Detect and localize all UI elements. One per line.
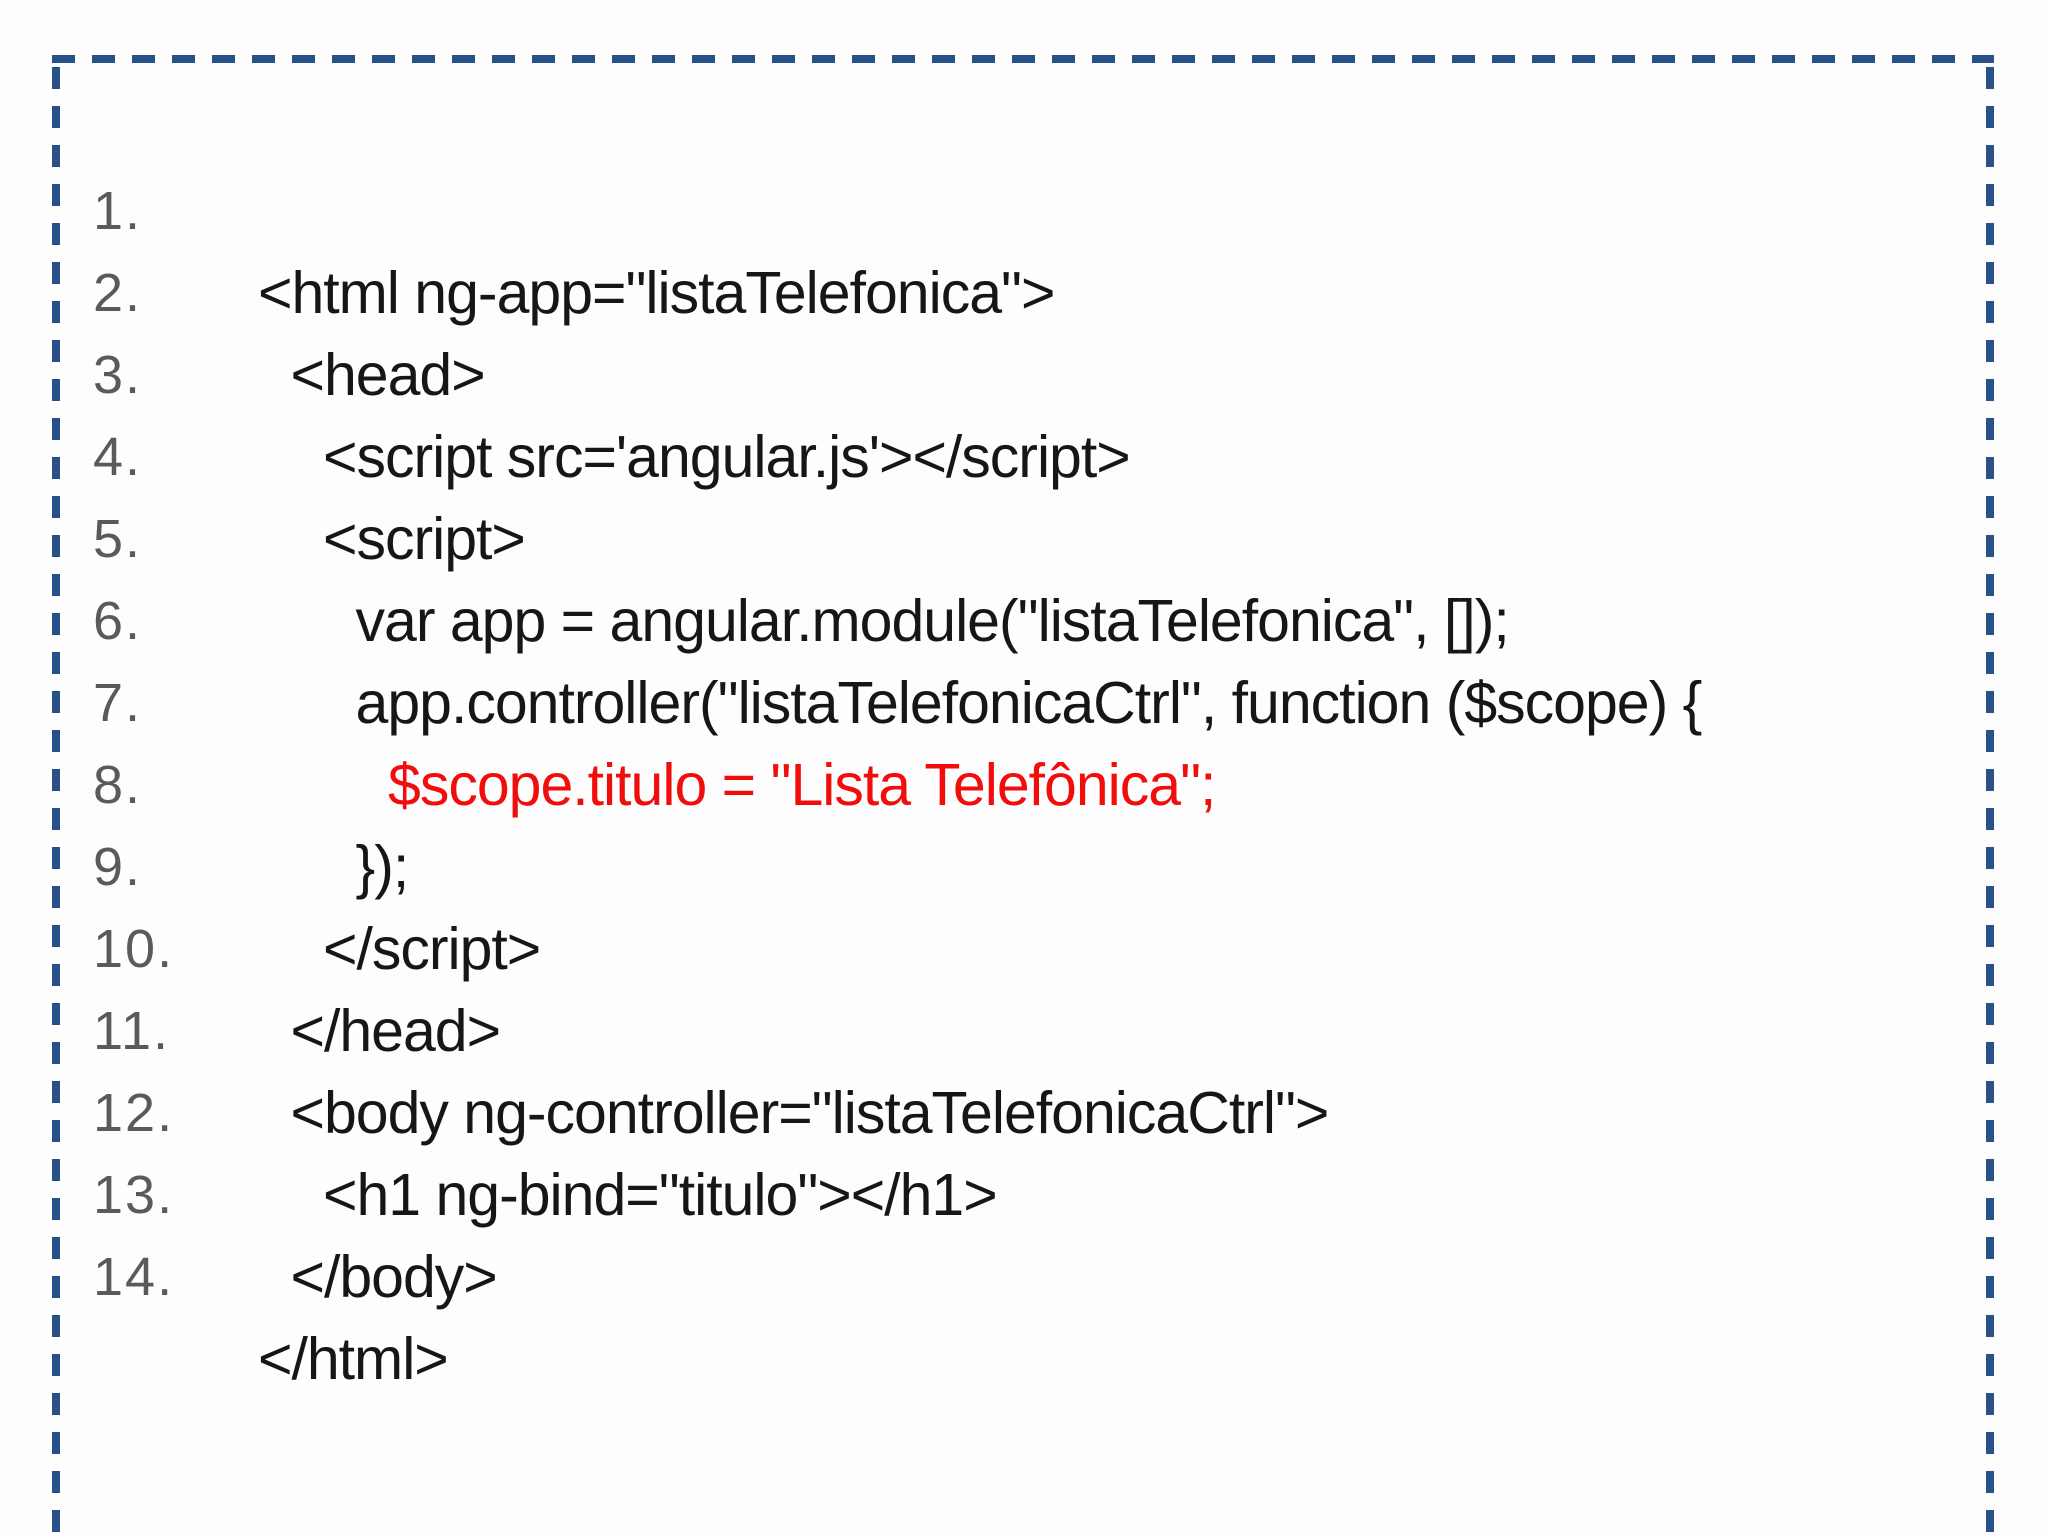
line-number: 7.	[93, 673, 143, 733]
dashed-border-left	[52, 67, 60, 1536]
code-line: 12. <h1 ng-bind="titulo"></h1>	[0, 990, 2048, 1228]
line-number: 12.	[93, 1083, 175, 1143]
code-text: <head>	[290, 342, 486, 408]
code-text: var app = angular.module("listaTelefonic…	[355, 588, 1510, 654]
line-number: 6.	[93, 591, 143, 651]
code-text: </body>	[290, 1244, 498, 1310]
code-text: <script src='angular.js'></script>	[323, 424, 1131, 490]
code-text: });	[355, 834, 410, 900]
code-text: <body ng-controller="listaTelefonicaCtrl…	[290, 1080, 1330, 1146]
code-line: 13. </body>	[0, 1072, 2048, 1310]
line-number: 11.	[93, 1001, 171, 1061]
line-number: 8.	[93, 755, 143, 815]
line-number: 2.	[93, 263, 143, 323]
code-line: 9. </script>	[0, 744, 2048, 982]
code-line: 7. $scope.titulo = "Lista Telefônica";	[0, 580, 2048, 818]
code-line: 11. <body ng-controller="listaTelefonica…	[0, 908, 2048, 1146]
dashed-border-top	[52, 55, 1994, 63]
code-listing: 1. <html ng-app="listaTelefonica"> 2. <h…	[0, 88, 2048, 1392]
dashed-border-right	[1986, 67, 1994, 1536]
code-text: $scope.titulo = "Lista Telefônica";	[388, 752, 1216, 818]
code-line: 14. </html>	[0, 1154, 2048, 1392]
code-text: </html>	[258, 1326, 449, 1392]
line-number: 14.	[93, 1247, 175, 1307]
line-number: 5.	[93, 509, 143, 569]
code-line: 3. <script src='angular.js'></script>	[0, 252, 2048, 490]
code-line: 10. </head>	[0, 826, 2048, 1064]
code-text: app.controller("listaTelefonicaCtrl", fu…	[355, 670, 1703, 736]
line-number: 10.	[93, 919, 175, 979]
line-number: 4.	[93, 427, 143, 487]
code-line: 5. var app = angular.module("listaTelefo…	[0, 416, 2048, 654]
code-text: <html ng-app="listaTelefonica">	[258, 260, 1055, 326]
line-number: 9.	[93, 837, 143, 897]
code-text: <script>	[323, 506, 526, 572]
code-line: 4. <script>	[0, 334, 2048, 572]
code-line: 1. <html ng-app="listaTelefonica">	[0, 88, 2048, 326]
code-text: </head>	[290, 998, 502, 1064]
code-line: 8. });	[0, 662, 2048, 900]
code-line: 6. app.controller("listaTelefonicaCtrl",…	[0, 498, 2048, 736]
line-number: 13.	[93, 1165, 175, 1225]
line-number: 1.	[93, 181, 143, 241]
code-text: <h1 ng-bind="titulo"></h1>	[323, 1162, 998, 1228]
code-text: </script>	[323, 916, 541, 982]
line-number: 3.	[93, 345, 143, 405]
code-line: 2. <head>	[0, 170, 2048, 408]
